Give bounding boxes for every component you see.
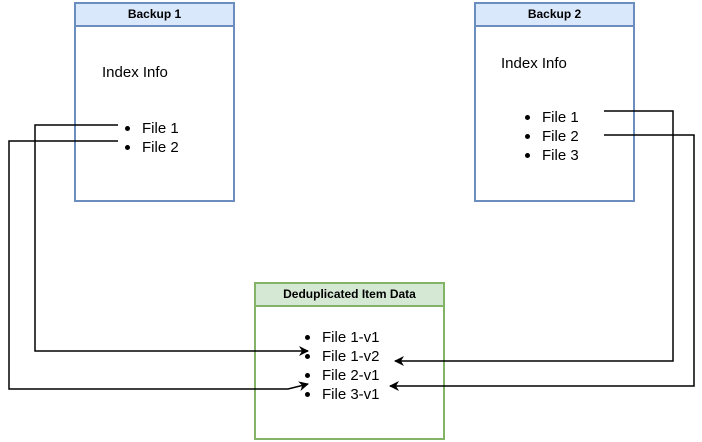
backup-1-file-1: File 1 — [122, 119, 179, 138]
connector-backup2-file1-to-file1-v2 — [394, 110, 674, 366]
backup-2-file-3: File 3 — [522, 146, 579, 165]
backup-2-file-list: File 1 File 2 File 3 — [522, 108, 579, 165]
backup-2-index-info-label: Index Info — [501, 55, 567, 72]
dedup-item-file-3-v1: File 3-v1 — [302, 385, 380, 404]
backup-1-title: Backup 1 — [76, 4, 233, 27]
connector-backup2-file2-to-file2-v1 — [389, 134, 695, 391]
backup-2-box: Backup 2 Index Info File 1 File 2 File 3 — [474, 2, 635, 202]
backup-1-file-list: File 1 File 2 — [122, 119, 179, 157]
dedup-item-file-2-v1: File 2-v1 — [302, 366, 380, 385]
backup-2-file-2: File 2 — [522, 127, 579, 146]
dedup-item-file-1-v2: File 1-v2 — [302, 347, 380, 366]
backup-2-title: Backup 2 — [476, 4, 633, 27]
backup-1-file-2: File 2 — [122, 138, 179, 157]
deduplicated-item-data-box: Deduplicated Item Data File 1-v1 File 1-… — [254, 282, 445, 440]
connector-backup1-file1-to-file1-v1 — [34, 124, 309, 356]
connector-backup1-file2-to-file2-v1 — [8, 140, 309, 392]
deduplicated-item-data-title: Deduplicated Item Data — [256, 284, 443, 307]
backup-1-index-info-label: Index Info — [102, 64, 168, 81]
dedup-item-file-1-v1: File 1-v1 — [302, 328, 380, 347]
deduplicated-item-list: File 1-v1 File 1-v2 File 2-v1 File 3-v1 — [302, 328, 380, 404]
backup-2-file-1: File 1 — [522, 108, 579, 127]
backup-1-box: Backup 1 Index Info File 1 File 2 — [74, 2, 235, 202]
